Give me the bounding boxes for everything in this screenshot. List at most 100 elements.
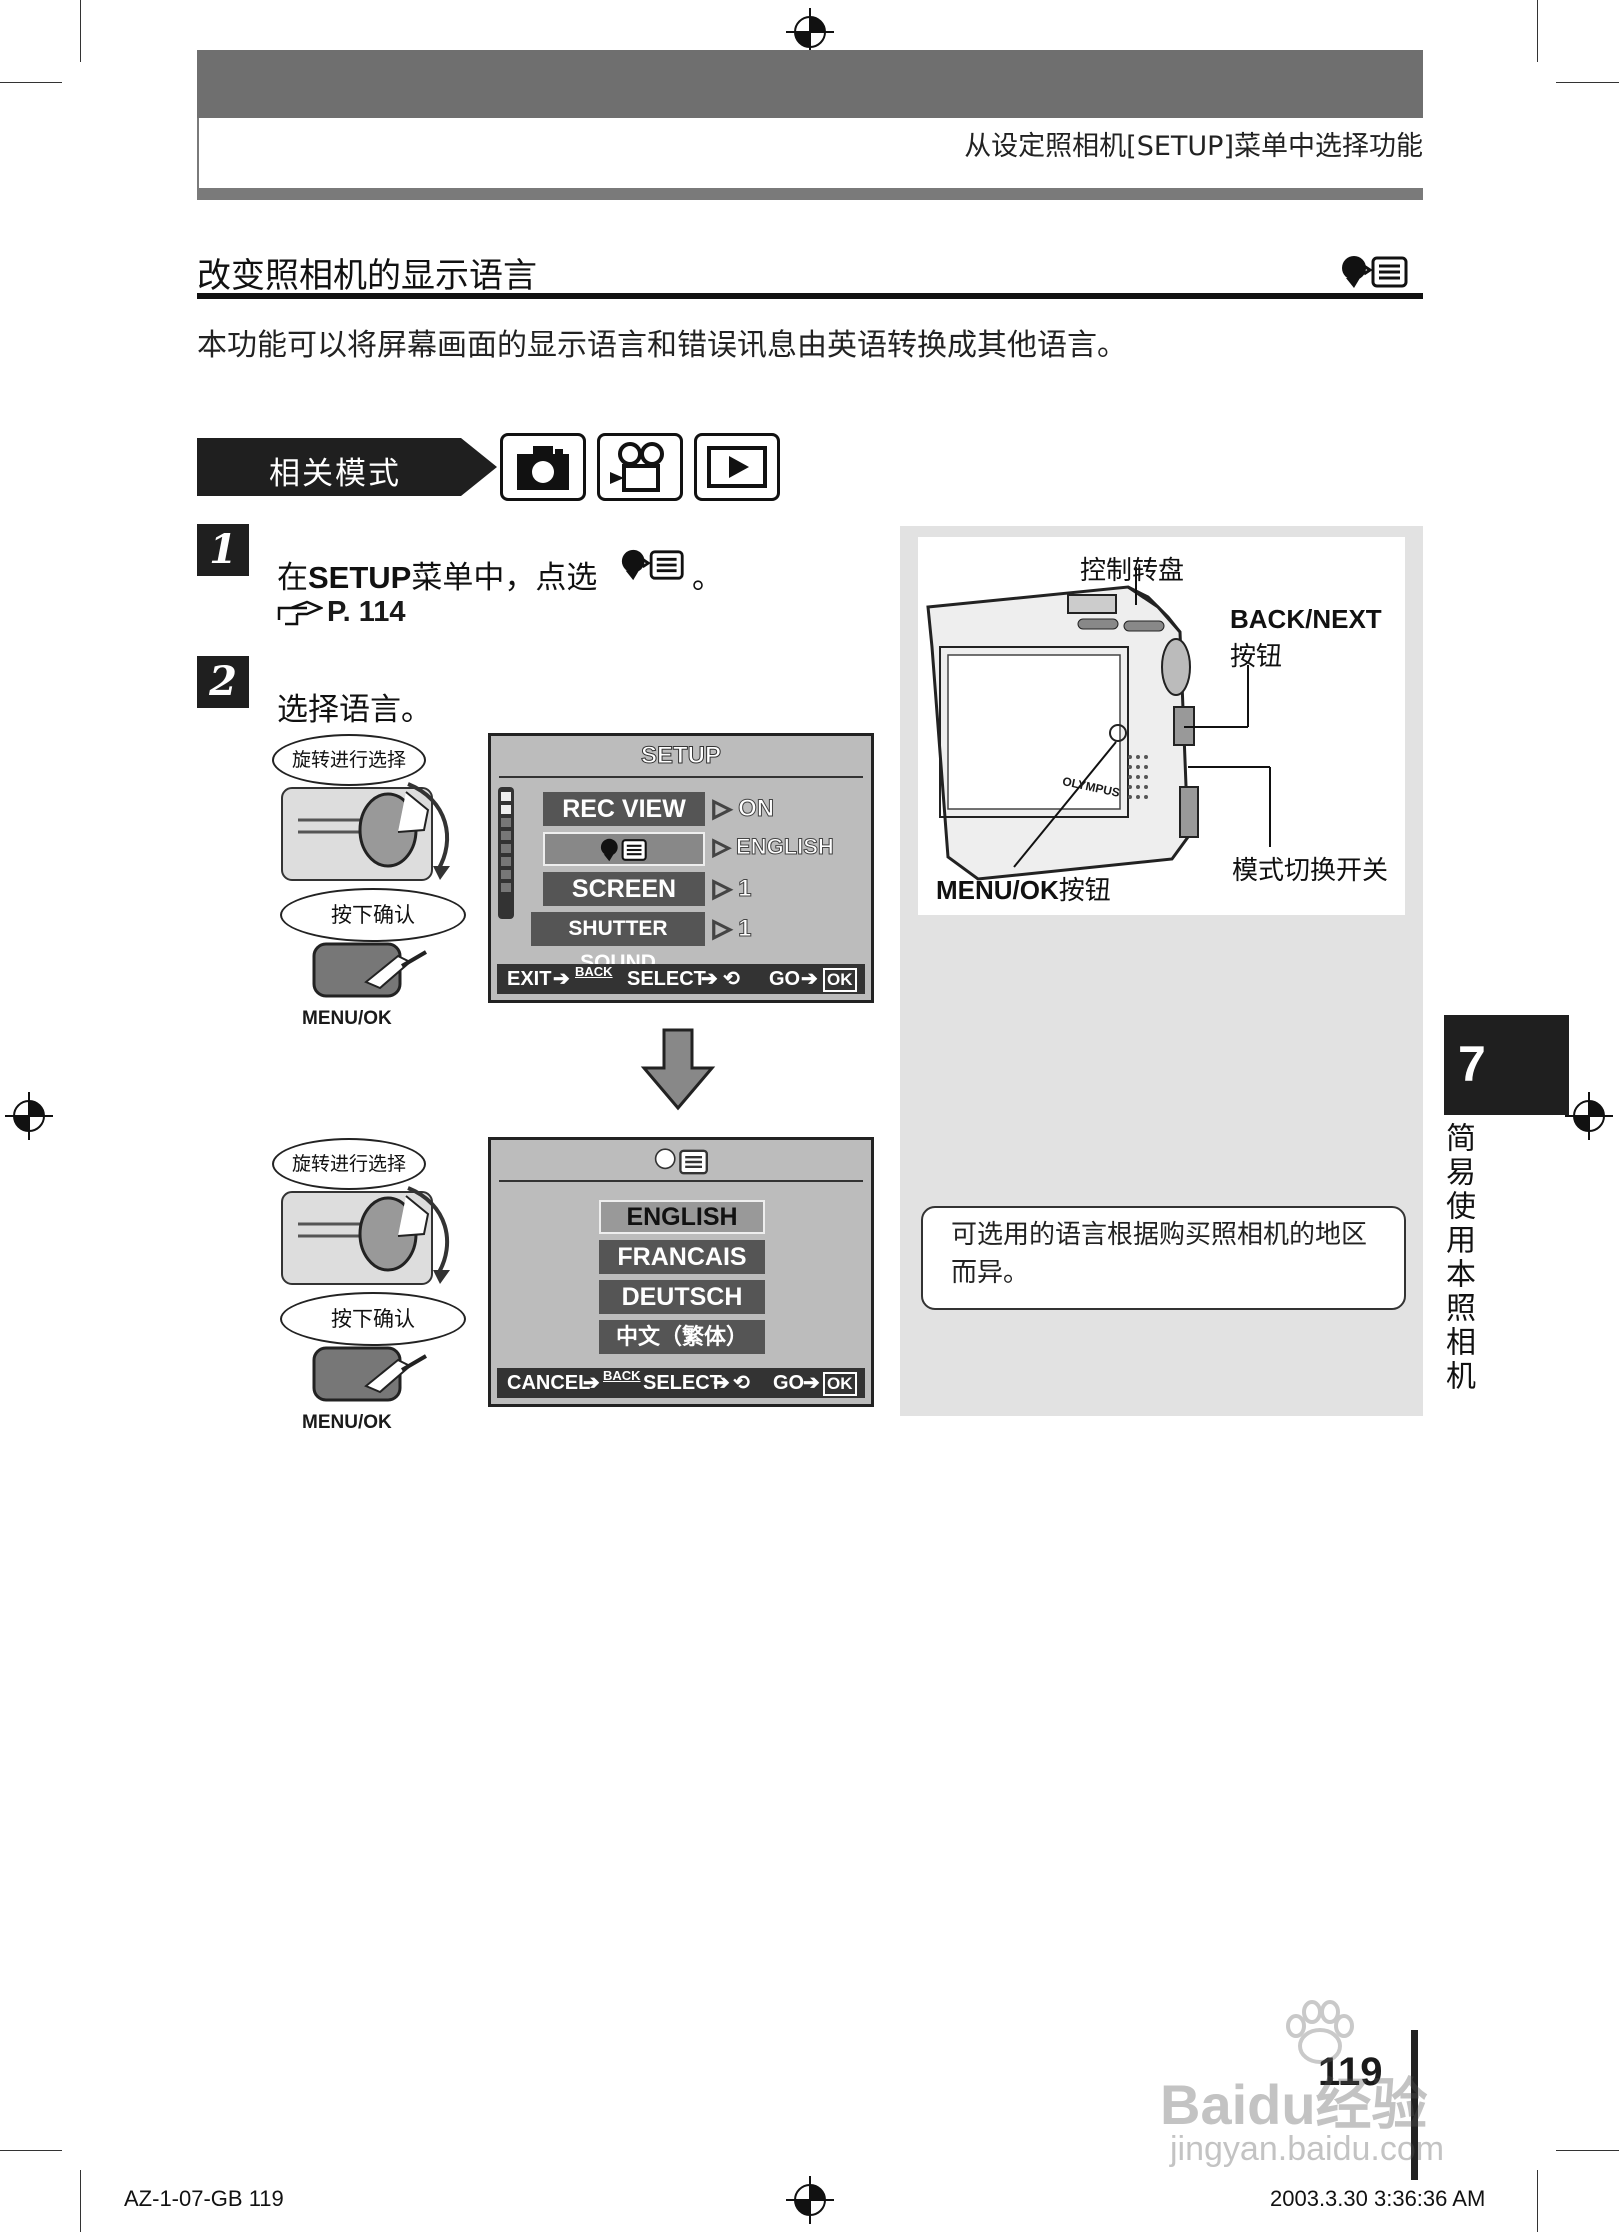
footer-select: SELECT (627, 968, 706, 990)
step-1-post: 菜单中，点选 (411, 560, 598, 596)
setup-screen: SETUP REC VIEW SCREEN SHUTTER SOUND ▷ ON… (488, 733, 874, 1003)
language-icon (621, 549, 684, 581)
language-screen-footer: CANCEL ➔ BACK SELECT ➔ ⟲ GO ➔ OK (497, 1368, 865, 1398)
menu-item-rec-view[interactable]: REC VIEW (543, 792, 705, 826)
page-reference: P. 114 (327, 596, 406, 628)
menu-item-shutter-sound[interactable]: SHUTTER SOUND (531, 912, 705, 974)
step-1-end: 。 (692, 560, 723, 596)
watermark-url: jingyan.baidu.com (1170, 2130, 1445, 2168)
menu-ok-diagram-label: MENU/OK按钮 (936, 870, 1111, 907)
screen-divider (499, 776, 863, 778)
step-2-text: 选择语言。 (277, 692, 432, 728)
footer-cancel: CANCEL (507, 1372, 591, 1394)
footer-select: SELECT (643, 1372, 722, 1394)
playback-icon (694, 433, 780, 501)
rotate-label: 旋转进行选择 (291, 1153, 406, 1175)
arrow-icon: ➔ (803, 1372, 820, 1394)
language-icon (600, 838, 647, 862)
crop-mark (80, 0, 81, 62)
footer-go: GO (773, 1372, 805, 1394)
footer-back: BACK (603, 1368, 641, 1383)
press-label: 按下确认 (331, 903, 415, 927)
page-number: 119 (1318, 2050, 1383, 2094)
watermark-text: Baidu经验 (1160, 2073, 1428, 2136)
movie-icon (597, 433, 683, 501)
screen-divider (499, 1180, 863, 1182)
value-rec-view: ▷ ON (712, 795, 775, 823)
setup-screen-footer: EXIT ➔ BACK SELECT ➔ ⟲ GO ➔ OK (497, 964, 865, 994)
menu-item-language[interactable] (543, 832, 705, 866)
title-rule (197, 293, 1423, 299)
chapter-tab: 7 (1444, 1015, 1569, 1115)
arrow-icon: ➔ (701, 968, 718, 990)
language-icon (1342, 256, 1408, 288)
control-dial-icon (281, 782, 450, 881)
crop-mark (1537, 0, 1538, 62)
page-bar (1411, 2030, 1418, 2180)
section-title: 从设定照相机[SETUP]菜单中选择功能 (964, 131, 1423, 162)
crop-mark (1556, 82, 1619, 83)
chapter-number: 7 (1458, 1036, 1486, 1092)
value-screen: ▷ 1 (712, 875, 752, 903)
menu-item-screen[interactable]: SCREEN (543, 872, 705, 906)
step-number: 1 (197, 524, 249, 576)
related-modes-label: 相关模式 (269, 456, 401, 492)
registration-mark-icon (1565, 1092, 1613, 1140)
step-1-pre: 在 (277, 560, 308, 596)
shutter-sound-value: 1 (738, 915, 752, 943)
chapter-title: 简易使用本照相机 (1440, 1122, 1475, 1394)
footer-exit: EXIT (507, 968, 552, 990)
value-language: ▷ ENGLISH (713, 834, 835, 860)
language-screen: ENGLISH FRANCAIS DEUTSCH 中文（繁体） CANCEL ➔… (488, 1137, 874, 1407)
crop-mark (1537, 2170, 1538, 2232)
registration-mark-icon (786, 8, 834, 56)
press-hint: 按下确认 (280, 1292, 466, 1346)
press-label: 按下确认 (331, 1307, 415, 1331)
arrow-icon: ➔ (801, 968, 818, 990)
menu-ok-label: MENU/OK (302, 1008, 392, 1029)
header-rule (197, 188, 1423, 200)
arrow-icon: ➔ (713, 1372, 730, 1394)
dial-icon: ⟲ (723, 968, 740, 990)
press-hint: 按下确认 (280, 888, 466, 942)
arrow-icon: ➔ (553, 968, 570, 990)
crop-mark (0, 82, 62, 83)
camera-illustration (926, 567, 1271, 881)
down-arrow-icon (640, 1028, 716, 1111)
language-option-chinese[interactable]: 中文（繁体） (599, 1320, 765, 1354)
footer-back: BACK (575, 964, 613, 979)
value-shutter-sound: ▷ 1 (712, 915, 752, 943)
menu-ok-diagram-suffix: 按钮 (1058, 876, 1111, 906)
language-value: ENGLISH (736, 834, 835, 860)
crop-mark (80, 2170, 81, 2232)
language-option-francais[interactable]: FRANCAIS (599, 1240, 765, 1274)
crop-mark (0, 2150, 62, 2151)
intro-text: 本功能可以将屏幕画面的显示语言和错误讯息由英语转换成其他语言。 (197, 328, 1127, 363)
back-next-suffix: 按钮 (1230, 642, 1283, 672)
dial-icon: ⟲ (733, 1372, 750, 1394)
paw-logo (1286, 2000, 1354, 2064)
camera-icon (500, 433, 586, 501)
reference-hand-icon (277, 600, 323, 626)
menu-ok-diagram-text: MENU/OK (936, 875, 1059, 905)
screen-value: 1 (738, 875, 752, 903)
setup-screen-title: SETUP (640, 742, 721, 770)
menu-ok-label: MENU/OK (302, 1412, 392, 1433)
language-option-english[interactable]: ENGLISH (599, 1200, 765, 1234)
page-title: 改变照相机的显示语言 (197, 256, 537, 296)
language-icon (654, 1148, 708, 1175)
note-box: 可选用的语言根据购买照相机的地区而异。 (921, 1206, 1406, 1310)
header-divider (197, 118, 199, 190)
control-dial-icon (281, 1186, 450, 1285)
footer-ok: OK (823, 1372, 857, 1396)
rotate-hint: 旋转进行选择 (272, 1138, 426, 1190)
header-bar (197, 50, 1423, 118)
language-option-deutsch[interactable]: DEUTSCH (599, 1280, 765, 1314)
related-modes-tag: 相关模式 (197, 438, 497, 496)
scroll-indicator (498, 787, 514, 919)
footer-right: 2003.3.30 3:36:36 AM (1270, 2186, 1486, 2211)
registration-mark-icon (786, 2176, 834, 2224)
crop-mark (1556, 2150, 1619, 2151)
rotate-label: 旋转进行选择 (291, 749, 406, 771)
